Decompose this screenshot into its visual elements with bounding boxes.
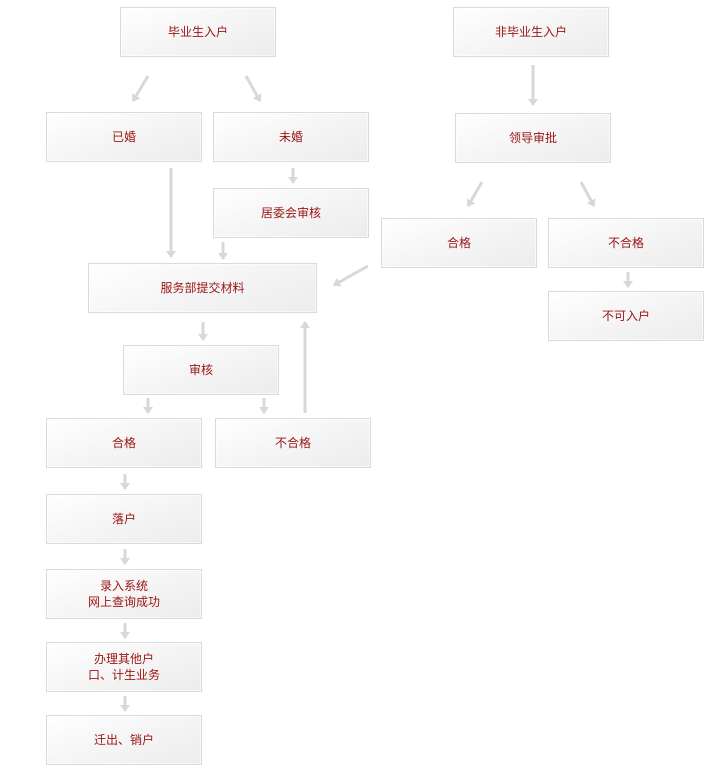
node-review-fail: 不合格 xyxy=(215,418,371,468)
node-move-out: 迁出、销户 xyxy=(46,715,202,765)
node-label: 服务部提交材料 xyxy=(160,281,245,295)
node-label: 不合格 xyxy=(607,236,644,250)
node-label-line1: 录入系统 xyxy=(99,579,148,593)
node-submit-materials: 服务部提交材料 xyxy=(88,263,317,313)
node-graduate-entry: 毕业生入户 xyxy=(120,7,276,57)
node-review: 审核 xyxy=(123,345,279,395)
node-no-entry: 不可入户 xyxy=(548,291,704,341)
node-label: 审核 xyxy=(188,363,213,377)
node-approval-pass: 合格 xyxy=(381,218,537,268)
node-other-procedures: 办理其他户 口、计生业务 xyxy=(46,642,202,692)
node-label: 落户 xyxy=(111,512,136,526)
node-label: 合格 xyxy=(446,236,471,250)
node-label: 未婚 xyxy=(278,130,303,144)
arrow-graduate-to-unmarried xyxy=(244,75,262,102)
node-approval-fail: 不合格 xyxy=(548,218,704,268)
node-label: 已婚 xyxy=(111,130,136,144)
node-label: 迁出、销户 xyxy=(93,733,154,747)
node-label: 非毕业生入户 xyxy=(494,25,567,39)
node-label: 毕业生入户 xyxy=(167,25,228,39)
node-non-graduate-entry: 非毕业生入户 xyxy=(453,7,609,57)
node-settle: 落户 xyxy=(46,494,202,544)
node-label: 不可入户 xyxy=(601,309,650,323)
node-label-line2: 网上查询成功 xyxy=(87,595,160,609)
arrow-leader-to-approval-pass xyxy=(466,181,484,207)
node-system-entry: 录入系统 网上查询成功 xyxy=(46,569,202,619)
node-review-pass: 合格 xyxy=(46,418,202,468)
arrow-approval-pass-to-submit-materials xyxy=(333,264,369,287)
node-label: 居委会审核 xyxy=(260,206,321,220)
node-leader-approval: 领导审批 xyxy=(455,113,611,163)
node-label: 领导审批 xyxy=(508,131,557,145)
node-label-line1: 办理其他户 xyxy=(93,652,154,666)
node-label: 不合格 xyxy=(274,436,311,450)
node-committee-review: 居委会审核 xyxy=(213,188,369,238)
arrow-leader-to-approval-fail xyxy=(579,181,596,207)
arrow-graduate-to-married xyxy=(131,75,150,102)
node-label: 合格 xyxy=(111,436,136,450)
node-label-line2: 口、计生业务 xyxy=(87,668,160,682)
node-married: 已婚 xyxy=(46,112,202,162)
node-unmarried: 未婚 xyxy=(213,112,369,162)
